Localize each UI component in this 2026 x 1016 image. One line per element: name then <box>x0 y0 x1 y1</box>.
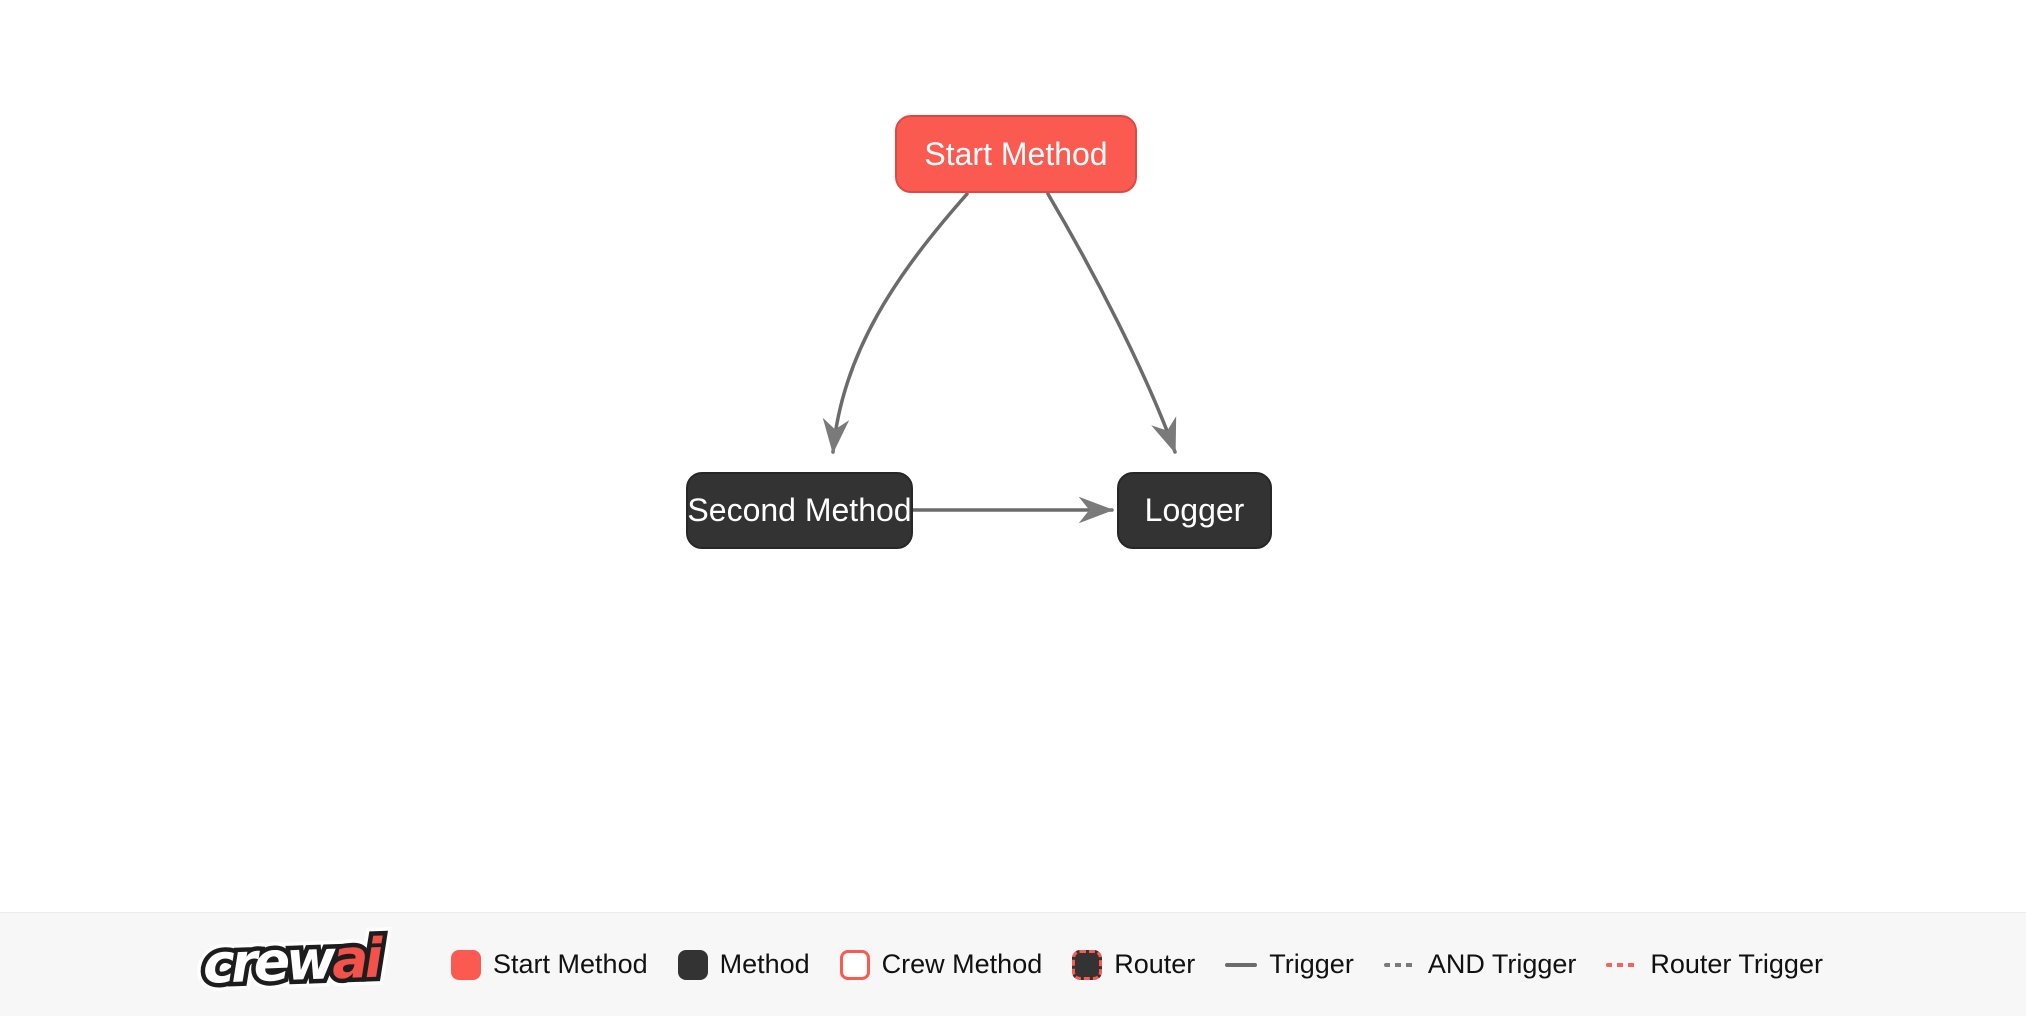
node-logger[interactable]: Logger <box>1117 472 1272 549</box>
legend-label: AND Trigger <box>1427 949 1577 979</box>
legend-item-router: Router <box>1072 949 1195 980</box>
and-trigger-line-swatch <box>1383 962 1416 967</box>
router-trigger-line-swatch <box>1606 962 1639 967</box>
legend-label: Router <box>1114 949 1196 979</box>
legend-item-method: Method <box>677 949 810 980</box>
crew-method-swatch <box>839 949 870 980</box>
flow-canvas[interactable]: Start Method Second Method Logger <box>0 0 2026 912</box>
legend-item-and-trigger: AND Trigger <box>1383 949 1577 980</box>
node-label: Logger <box>1144 492 1245 528</box>
node-label: Second Method <box>687 492 912 528</box>
legend-bar: crewai crewai crewai Start Method Method… <box>0 912 2026 1016</box>
edge-start-to-logger <box>1046 192 1177 454</box>
legend-item-start-method: Start Method <box>451 949 648 980</box>
legend-label: Crew Method <box>881 949 1043 979</box>
legend-label: Start Method <box>493 949 648 979</box>
trigger-line-swatch <box>1225 962 1258 967</box>
legend-label: Trigger <box>1269 949 1354 979</box>
crewai-logo-text: crewai <box>201 926 381 996</box>
node-start-method[interactable]: Start Method <box>895 115 1137 193</box>
legend-item-trigger: Trigger <box>1225 949 1354 980</box>
node-label: Start Method <box>924 135 1108 172</box>
node-second-method[interactable]: Second Method <box>686 472 913 549</box>
start-method-swatch <box>451 949 482 980</box>
edge-start-to-second <box>822 192 969 454</box>
legend-item-crew-method: Crew Method <box>839 949 1043 980</box>
method-swatch <box>677 949 708 980</box>
legend-label: Router Trigger <box>1650 949 1823 979</box>
edge-layer <box>822 192 1177 524</box>
crewai-logo: crewai crewai crewai <box>194 918 423 1007</box>
legend-item-router-trigger: Router Trigger <box>1606 949 1823 980</box>
router-swatch <box>1072 949 1103 980</box>
legend-label: Method <box>719 949 810 979</box>
